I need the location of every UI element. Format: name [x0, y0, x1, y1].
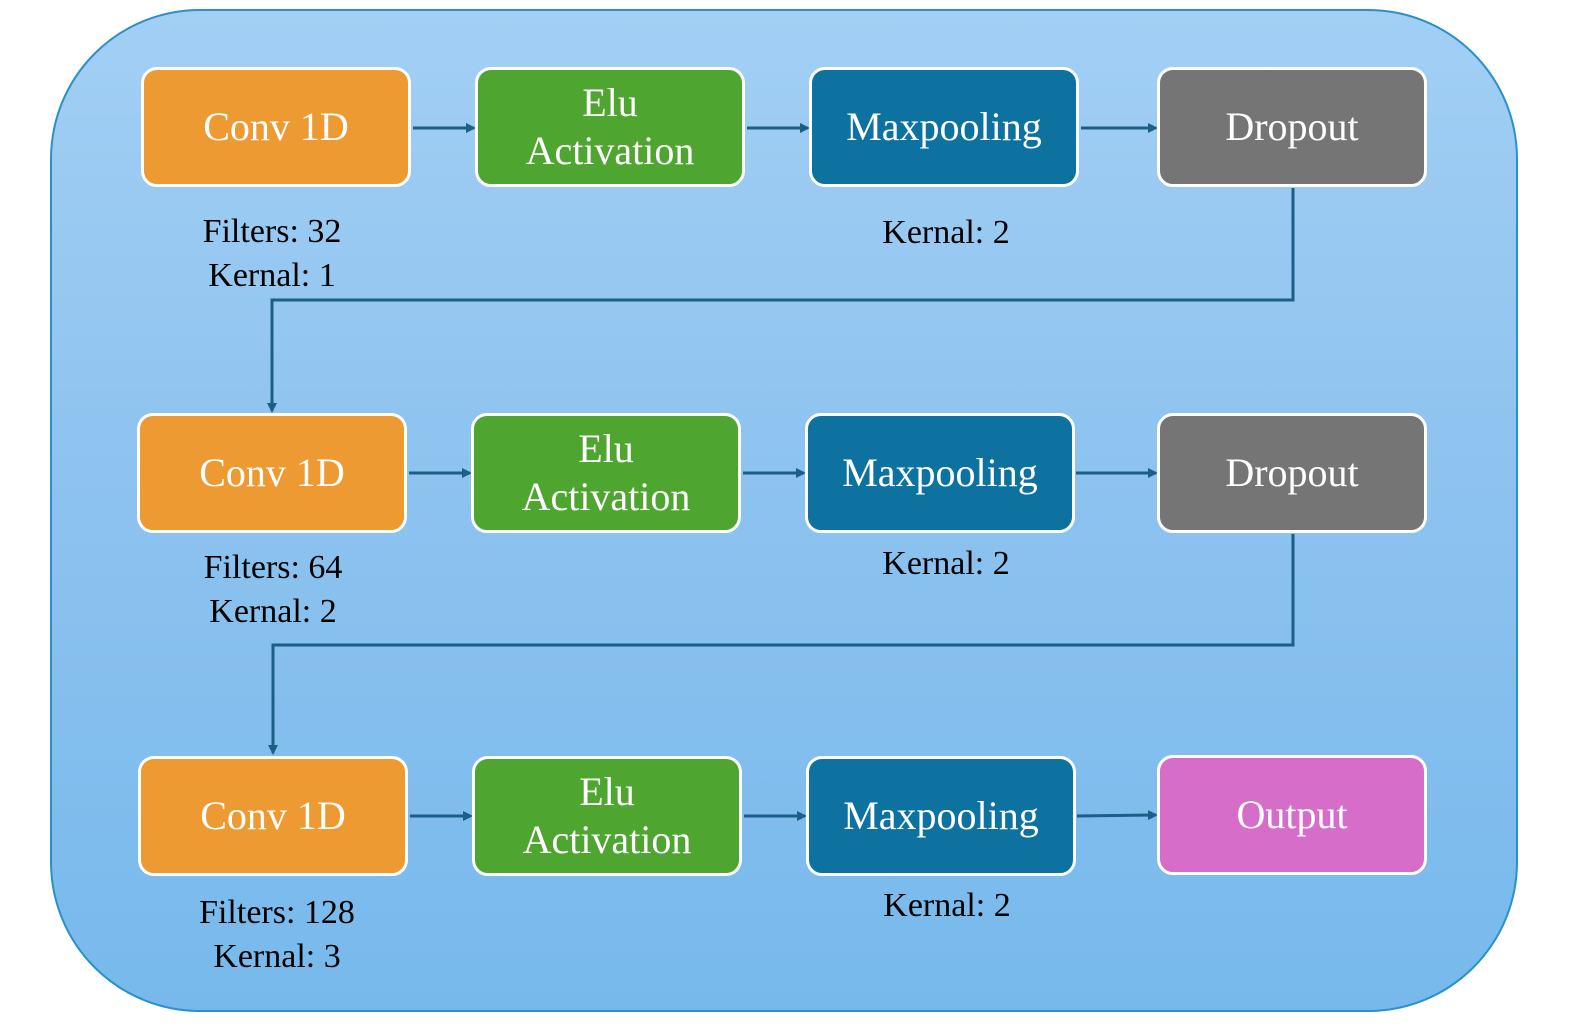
- elu-activation-block-1: Elu Activation: [475, 67, 745, 187]
- conv1d-block-1-label: Conv 1D: [203, 104, 349, 149]
- conv1d-block-2-filters: Filters: 64: [203, 549, 343, 586]
- elu-activation-block-1-line2: Activation: [525, 128, 695, 173]
- elu-activation-block-2: Elu Activation: [471, 413, 741, 533]
- output-block: Output: [1157, 755, 1427, 875]
- elu-activation-block-1-line1: Elu: [582, 80, 638, 125]
- elu-activation-block-3-line2: Activation: [522, 817, 692, 862]
- conv1d-block-2-kernel: Kernal: 2: [209, 593, 337, 630]
- conv1d-block-2: Conv 1D: [137, 413, 407, 533]
- conv1d-block-3-filters: Filters: 128: [199, 894, 355, 931]
- elu-activation-block-3: Elu Activation: [472, 756, 742, 876]
- elu-activation-block-2-line1: Elu: [578, 426, 634, 471]
- maxpooling-block-2: Maxpooling: [805, 413, 1075, 533]
- conv1d-block-1: Conv 1D: [141, 67, 411, 187]
- maxpooling-block-3-kernel: Kernal: 2: [883, 887, 1011, 924]
- maxpooling-block-2-label: Maxpooling: [842, 450, 1038, 495]
- maxpooling-block-3-label: Maxpooling: [843, 793, 1039, 838]
- conv1d-block-3-kernel: Kernal: 3: [213, 938, 341, 975]
- dropout-block-1-label: Dropout: [1225, 104, 1359, 149]
- conv1d-block-3-label: Conv 1D: [200, 793, 346, 838]
- elu-activation-block-2-line2: Activation: [521, 474, 691, 519]
- elu-activation-block-3-line1: Elu: [579, 769, 635, 814]
- output-block-label: Output: [1236, 792, 1348, 837]
- maxpooling-block-1-kernel: Kernal: 2: [882, 214, 1010, 251]
- conv1d-block-2-label: Conv 1D: [199, 450, 345, 495]
- dropout-block-2: Dropout: [1157, 413, 1427, 533]
- maxpooling-block-1-label: Maxpooling: [846, 104, 1042, 149]
- conv1d-block-1-kernel: Kernal: 1: [208, 257, 336, 294]
- maxpooling-block-1: Maxpooling: [809, 67, 1079, 187]
- conv1d-block-1-filters: Filters: 32: [202, 213, 342, 250]
- conv1d-block-3: Conv 1D: [138, 756, 408, 876]
- dropout-block-2-label: Dropout: [1225, 450, 1359, 495]
- dropout-block-1: Dropout: [1157, 67, 1427, 187]
- maxpooling-block-3: Maxpooling: [806, 756, 1076, 876]
- maxpooling-block-2-kernel: Kernal: 2: [882, 545, 1010, 582]
